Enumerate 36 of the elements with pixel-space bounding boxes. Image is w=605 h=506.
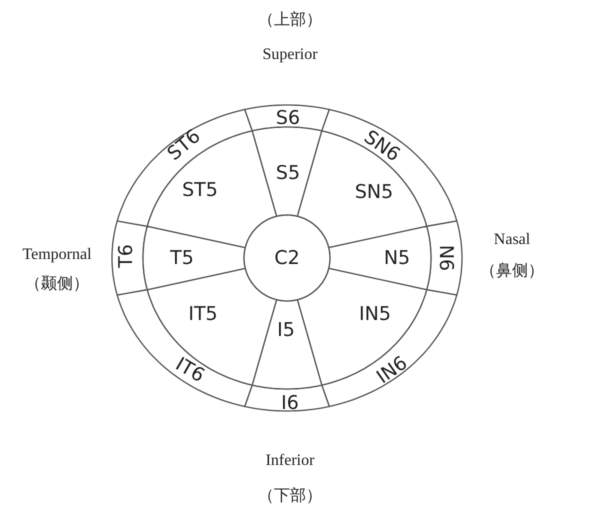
segment-label: SN6 xyxy=(360,126,404,166)
direction-label: （下部） xyxy=(258,486,322,506)
ring-segment xyxy=(146,268,278,386)
direction-label: Inferior xyxy=(266,452,314,470)
segment-label: S5 xyxy=(276,162,300,184)
segment-label: IT6 xyxy=(172,353,208,387)
segment-label: T6 xyxy=(115,244,137,268)
segment-label: SN5 xyxy=(354,181,394,203)
ring-segment xyxy=(116,288,254,408)
segment-label: N5 xyxy=(384,247,410,269)
ring-segment xyxy=(251,298,323,390)
segment-label: ST6 xyxy=(163,125,205,165)
ring-segment xyxy=(251,126,323,218)
ring-segment xyxy=(296,130,428,248)
segment-label: IT5 xyxy=(188,303,218,325)
ring-segment xyxy=(116,108,254,228)
direction-label: Tempornal xyxy=(22,246,92,264)
segment-label: I6 xyxy=(281,392,299,414)
ring-segment xyxy=(146,130,278,248)
ring-segment xyxy=(328,226,432,290)
segment-label: I5 xyxy=(277,319,295,341)
direction-label: Superior xyxy=(262,46,318,64)
ring-segment xyxy=(296,268,428,386)
direction-label: （鼻侧） xyxy=(480,262,544,282)
segment-label: T5 xyxy=(170,247,194,269)
ring-segment xyxy=(142,226,246,290)
segment-label: N6 xyxy=(435,244,457,272)
direction-label: （颞侧） xyxy=(25,274,89,294)
segment-label: IN5 xyxy=(359,303,391,325)
direction-label: Nasal xyxy=(494,231,530,249)
segment-label: IN6 xyxy=(372,352,412,388)
segment-label: C2 xyxy=(274,247,300,269)
ring-segment xyxy=(320,288,458,408)
segment-label: ST5 xyxy=(182,179,218,201)
segment-label: S6 xyxy=(276,107,300,129)
direction-label: （上部） xyxy=(258,10,322,30)
